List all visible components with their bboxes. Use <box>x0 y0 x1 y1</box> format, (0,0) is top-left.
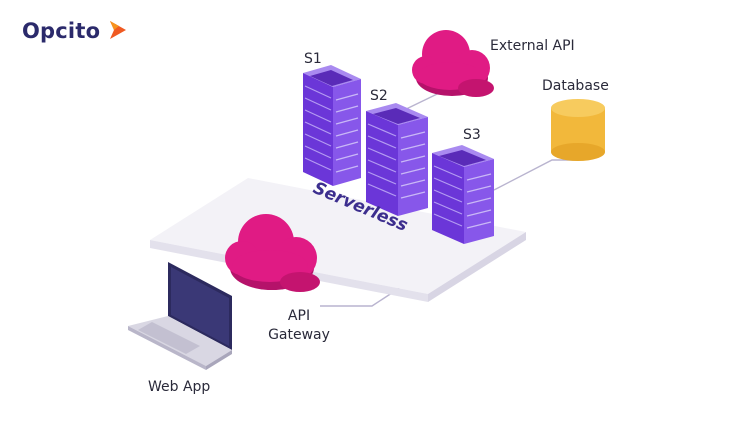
database-icon <box>551 99 605 161</box>
server-s3 <box>432 145 494 244</box>
server-s2 <box>366 103 428 216</box>
gateway-label-line2: Gateway <box>268 327 330 343</box>
server-label-s3: S3 <box>463 127 481 143</box>
brand-name: Opcito <box>22 19 101 43</box>
brand-logo: Opcito <box>22 19 127 43</box>
laptop-icon <box>128 262 232 370</box>
server-label-s2: S2 <box>370 88 388 104</box>
server-s1 <box>303 65 361 186</box>
external-api-cloud-icon <box>412 30 494 97</box>
connector-s3-database <box>493 159 578 191</box>
external-api-label: External API <box>490 38 575 54</box>
server-label-s1: S1 <box>304 51 322 67</box>
api-gateway-cloud-icon <box>225 214 320 292</box>
brand-chevron-icon <box>109 21 126 39</box>
database-label: Database <box>542 78 609 94</box>
web-app-label: Web App <box>148 379 211 395</box>
gateway-label-line1: API <box>287 308 311 324</box>
